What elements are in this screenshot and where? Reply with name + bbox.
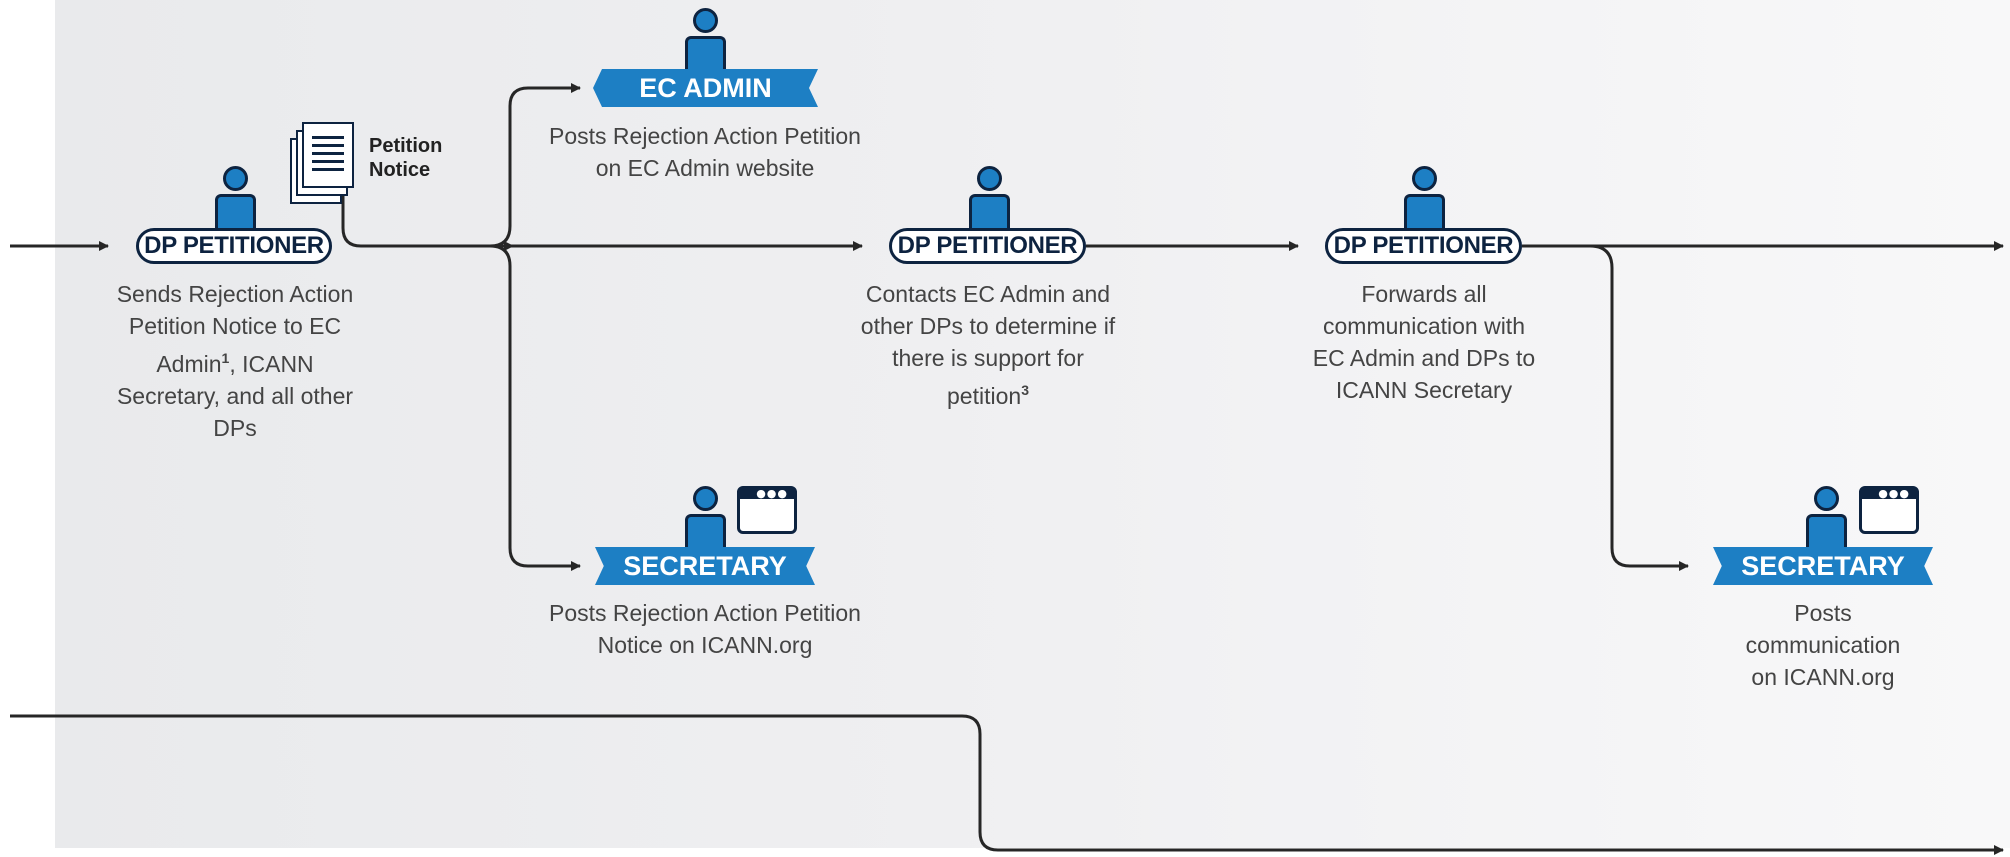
person-head: [1412, 166, 1437, 191]
label-line: Petition: [369, 135, 443, 157]
document-line: [312, 144, 344, 147]
dp-petitioner-2-description: Contacts EC Admin and other DPs to deter…: [838, 278, 1138, 412]
desc-line: Secretary, and all other: [116, 383, 354, 409]
desc-text: Admin: [156, 351, 222, 377]
document-line: [312, 160, 344, 163]
desc-line: Admin1, ICANN: [95, 342, 375, 380]
background-panel: [55, 0, 2010, 848]
dp-petitioner-3-description: Forwards all communication with EC Admin…: [1274, 278, 1574, 406]
window-dots: ●●●: [756, 487, 788, 500]
desc-line: on ICANN.org: [1751, 664, 1895, 690]
desc-text: , ICANN: [229, 351, 314, 377]
secretary-banner: SECRETARY: [595, 547, 815, 585]
person-body: [1404, 194, 1445, 233]
desc-line: DPs: [213, 415, 257, 441]
person-body: [685, 514, 726, 553]
person-body: [969, 194, 1010, 233]
person-icon: [1402, 166, 1446, 233]
ec-admin-banner: EC ADMIN: [593, 69, 818, 107]
desc-text: petition: [947, 383, 1022, 409]
person-icon: [683, 8, 727, 75]
desc-line: Contacts EC Admin and: [865, 281, 1111, 307]
footnote-marker: 3: [1021, 382, 1029, 398]
browser-window-icon: ●●●: [737, 486, 797, 534]
person-head: [693, 486, 718, 511]
document-line: [312, 136, 344, 139]
person-icon: [967, 166, 1011, 233]
browser-window-icon: ●●●: [1859, 486, 1919, 534]
window-title-bar: ●●●: [1862, 487, 1916, 500]
desc-line: Petition Notice to EC: [128, 313, 342, 339]
desc-line: Posts: [1794, 600, 1852, 626]
person-icon: [683, 486, 727, 553]
label-line: Notice: [369, 159, 431, 181]
person-body: [685, 36, 726, 75]
desc-line: petition3: [838, 374, 1138, 412]
petition-notice-label: Petition Notice: [369, 134, 442, 182]
person-head: [693, 8, 718, 33]
desc-line: Sends Rejection Action: [116, 281, 354, 307]
secretary-1-description: Posts Rejection Action Petition Notice o…: [530, 597, 880, 661]
documents-icon: [290, 122, 362, 206]
connector-notice: [341, 190, 514, 251]
footnote-marker: 1: [221, 350, 230, 366]
person-body: [215, 194, 256, 233]
connector-lower: [10, 714, 2004, 855]
desc-line: EC Admin and DPs to: [1312, 345, 1536, 371]
dp-petitioner-1-description: Sends Rejection Action Petition Notice t…: [95, 278, 375, 444]
document-line: [312, 152, 344, 155]
desc-line: there is support for: [892, 345, 1084, 371]
person-icon: [213, 166, 257, 233]
desc-line: Notice on ICANN.org: [597, 632, 813, 658]
person-body: [1806, 514, 1847, 553]
desc-line: ICANN Secretary: [1335, 377, 1513, 403]
connector-to-secretary-1: [489, 244, 581, 571]
ec-admin-description: Posts Rejection Action Petition on EC Ad…: [530, 120, 880, 184]
desc-line: communication with: [1323, 313, 1525, 339]
desc-line: other DPs to determine if: [860, 313, 1116, 339]
desc-line: Forwards all: [1361, 281, 1487, 307]
window-dots: ●●●: [1878, 487, 1910, 500]
secretary-banner: SECRETARY: [1713, 547, 1933, 585]
person-head: [223, 166, 248, 191]
person-icon: [1804, 486, 1848, 553]
document-sheet: [302, 122, 354, 188]
person-head: [1814, 486, 1839, 511]
document-line: [312, 168, 344, 171]
desc-line: communication: [1745, 632, 1901, 658]
desc-line: Posts Rejection Action Petition: [549, 123, 861, 149]
connector-to-secretary-2: [1589, 244, 1689, 571]
dp-petitioner-badge: DP PETITIONER: [889, 228, 1086, 264]
dp-petitioner-badge: DP PETITIONER: [136, 228, 332, 264]
desc-line: on EC Admin website: [595, 155, 815, 181]
desc-line: Posts Rejection Action Petition: [549, 600, 861, 626]
window-title-bar: ●●●: [740, 487, 794, 500]
dp-petitioner-badge: DP PETITIONER: [1325, 228, 1522, 264]
secretary-2-description: Posts communication on ICANN.org: [1718, 597, 1928, 693]
person-head: [977, 166, 1002, 191]
connector-to-ec-admin: [489, 83, 581, 248]
